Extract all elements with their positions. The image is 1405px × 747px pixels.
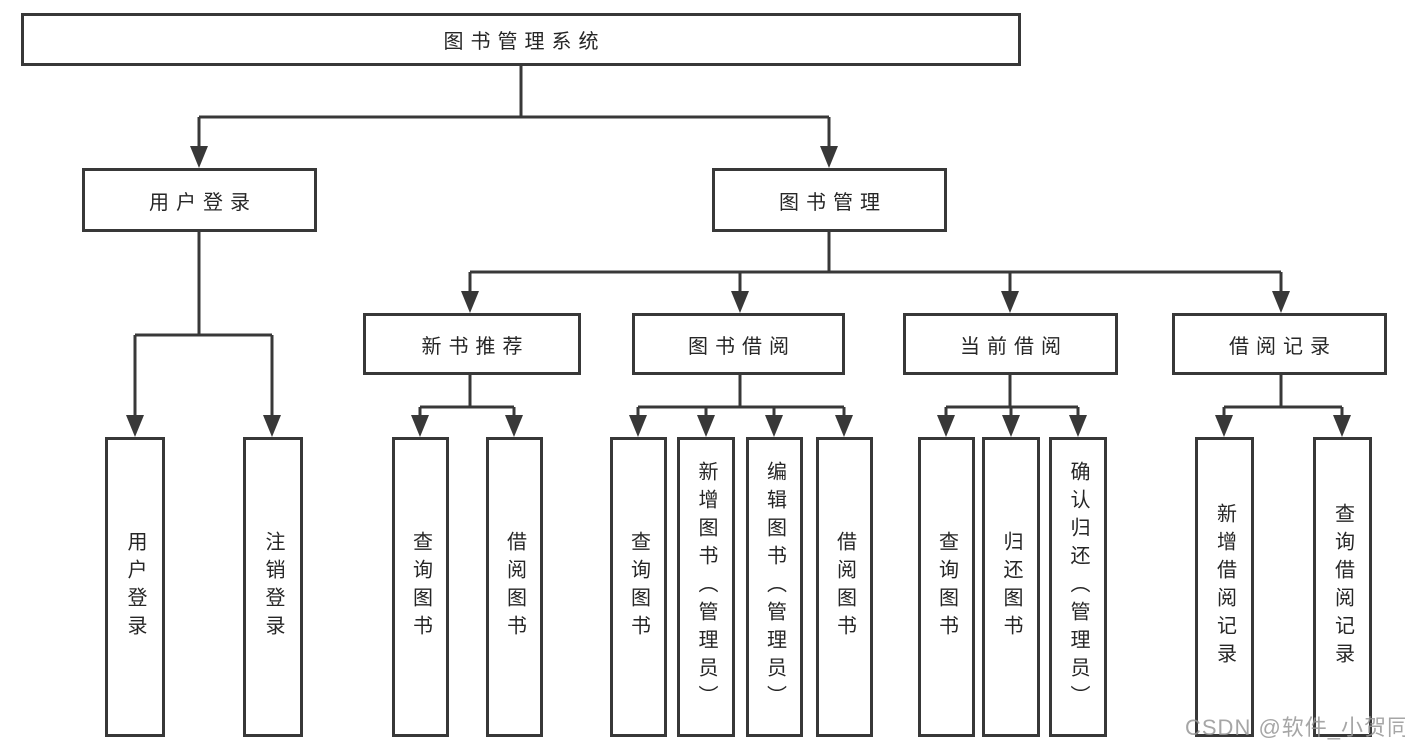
node-label: 借阅记录 xyxy=(1229,335,1337,358)
node-label: 用户登录 xyxy=(149,191,257,214)
leaf-user-login: 用户登录 xyxy=(105,437,165,737)
leaf-add-borrow-record: 新增借阅记录 xyxy=(1195,437,1254,737)
node-borrowing-records: 借阅记录 xyxy=(1172,313,1387,375)
leaf-label: 归还图书 xyxy=(1000,531,1022,643)
node-current-borrowing: 当前借阅 xyxy=(903,313,1118,375)
connector-root-to-level1 xyxy=(190,66,838,168)
leaf-label: 确认归还（管理员） xyxy=(1067,461,1089,713)
csdn-watermark: CSDN @软件_小贺同学 xyxy=(1185,715,1405,740)
leaf-borrow-query-books: 查询图书 xyxy=(610,437,667,737)
leaf-label: 新增图书（管理员） xyxy=(695,461,717,713)
leaf-current-query-books: 查询图书 xyxy=(918,437,975,737)
connector-book-management-to-level2 xyxy=(461,232,1290,313)
leaf-logout: 注销登录 xyxy=(243,437,303,737)
node-label: 图书管理 xyxy=(779,191,887,214)
leaf-recommend-query-books: 查询图书 xyxy=(392,437,449,737)
leaf-label: 用户登录 xyxy=(124,531,146,643)
node-label: 新书推荐 xyxy=(421,335,530,358)
leaf-borrow-books: 借阅图书 xyxy=(816,437,873,737)
leaf-add-books-admin: 新增图书（管理员） xyxy=(677,437,735,737)
leaf-return-books: 归还图书 xyxy=(982,437,1040,737)
leaf-query-borrow-record: 查询借阅记录 xyxy=(1313,437,1372,737)
node-library-management-system: 图书管理系统 xyxy=(21,13,1021,66)
leaf-label: 借阅图书 xyxy=(503,531,526,643)
leaf-label: 查询图书 xyxy=(409,531,432,643)
leaf-recommend-borrow-books: 借阅图书 xyxy=(486,437,543,737)
leaf-label: 借阅图书 xyxy=(833,531,856,643)
connector-current-borrow-group xyxy=(937,375,1087,437)
leaf-label: 编辑图书（管理员） xyxy=(763,461,786,713)
node-user-login: 用户登录 xyxy=(82,168,317,232)
leaf-label: 查询借阅记录 xyxy=(1331,503,1354,671)
connector-borrow-records-group xyxy=(1215,375,1351,437)
leaf-confirm-return-admin: 确认归还（管理员） xyxy=(1049,437,1107,737)
connector-book-borrow-group xyxy=(629,375,853,437)
connector-user-login-group xyxy=(126,232,281,437)
node-new-book-recommendation: 新书推荐 xyxy=(363,313,581,375)
leaf-label: 查询图书 xyxy=(935,531,958,643)
leaf-label: 查询图书 xyxy=(627,531,650,643)
connector-new-book-group xyxy=(411,375,523,437)
node-label: 图书借阅 xyxy=(688,335,796,358)
leaf-label: 新增借阅记录 xyxy=(1213,503,1236,671)
node-book-borrowing: 图书借阅 xyxy=(632,313,845,375)
node-label: 当前借阅 xyxy=(960,335,1068,358)
node-label: 图书管理系统 xyxy=(443,31,606,53)
node-book-management: 图书管理 xyxy=(712,168,947,232)
leaf-label: 注销登录 xyxy=(262,531,284,643)
leaf-edit-books-admin: 编辑图书（管理员） xyxy=(746,437,803,737)
